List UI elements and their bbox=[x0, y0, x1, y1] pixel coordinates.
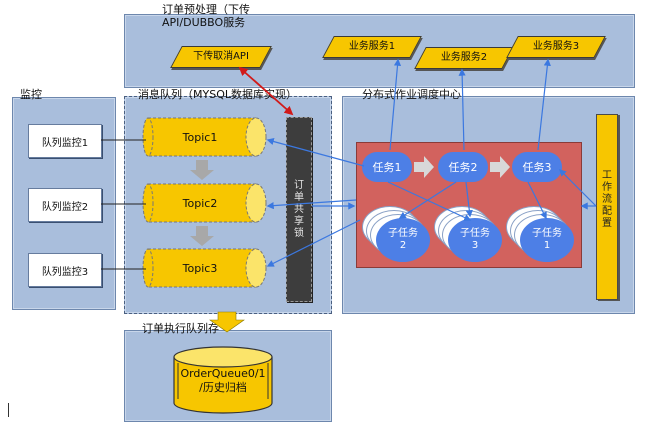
preprocess-title-line2: API/DUBBO服务 bbox=[162, 16, 246, 29]
monitor-title: 监控 bbox=[20, 88, 42, 101]
workflow-char-5: 置 bbox=[602, 218, 612, 229]
workflow-char-4: 配 bbox=[602, 206, 612, 217]
arrow-task1-service1 bbox=[389, 58, 402, 151]
arrow-task1-task2 bbox=[414, 156, 434, 178]
subtask-2-line2: 2 bbox=[399, 240, 407, 251]
subtask-2-line1: 子任务 bbox=[388, 228, 418, 239]
text-cursor-icon bbox=[8, 403, 9, 417]
workflow-char-2: 作 bbox=[602, 182, 612, 193]
arrow-task-topic2 bbox=[266, 199, 357, 210]
workflow-config-label: 工 作 流 配 置 bbox=[597, 160, 617, 240]
arrow-task-topic3 bbox=[266, 219, 361, 267]
subtask-1-node: 子任务 1 bbox=[520, 218, 574, 262]
topic-1-cylinder: Topic1 bbox=[142, 117, 268, 157]
workflow-char-1: 工 bbox=[602, 170, 612, 181]
order-queue-db-line2: /历史归档 bbox=[199, 381, 247, 394]
exec-queue-title: 订单执行队列存 bbox=[142, 322, 219, 335]
subtask-stack-3: 子任务 3 bbox=[434, 206, 510, 264]
task-1: 任务1 bbox=[362, 152, 412, 182]
arrow-task2-service2 bbox=[458, 68, 466, 151]
workflow-char-3: 流 bbox=[602, 194, 612, 205]
order-queue-db: OrderQueue0/1 /历史归档 bbox=[172, 345, 274, 415]
arrow-task1-subtask bbox=[387, 181, 472, 221]
order-shared-lock-label: 订 单 共 享 锁 bbox=[286, 170, 312, 250]
subtask-3-line1: 子任务 bbox=[460, 228, 490, 239]
topic-1-label: Topic1 bbox=[182, 130, 218, 144]
task-3: 任务3 bbox=[512, 152, 562, 182]
topic-3-cylinder: Topic3 bbox=[142, 248, 268, 288]
preprocess-title-line1: 订单预处理（下传 bbox=[162, 3, 250, 16]
topic-1-cylinder-shape bbox=[142, 117, 267, 157]
topic-2-cylinder: Topic2 bbox=[142, 183, 268, 223]
arrow-task2-task3 bbox=[490, 156, 510, 178]
subtask-stack-1: 子任务 1 bbox=[506, 206, 582, 264]
lock-char-5: 锁 bbox=[294, 228, 304, 239]
arrow-mq-to-exec bbox=[209, 311, 245, 333]
arrow-task3-subtask bbox=[527, 181, 547, 220]
arrow-workflow-task3 bbox=[558, 168, 597, 207]
arrow-cancel-api-lock bbox=[238, 66, 294, 116]
arrow-task1-topic1 bbox=[266, 138, 365, 167]
subtask-1-line2: 1 bbox=[543, 240, 551, 251]
scheduler-title: 分布式作业调度中心 bbox=[362, 88, 461, 101]
task-2: 任务2 bbox=[438, 152, 488, 182]
topic-3-cylinder-shape bbox=[142, 248, 267, 288]
topic-2-label: Topic2 bbox=[182, 196, 218, 210]
subtask-3-line2: 3 bbox=[471, 240, 479, 251]
topic-3-label: Topic3 bbox=[182, 261, 218, 275]
subtask-stack-2: 子任务 2 bbox=[362, 206, 438, 264]
queue-monitor-3: 队列监控3 bbox=[28, 253, 102, 287]
lock-char-4: 享 bbox=[294, 216, 304, 227]
order-queue-db-label: OrderQueue0/1 /历史归档 bbox=[172, 367, 274, 395]
order-queue-db-line1: OrderQueue0/1 bbox=[180, 367, 266, 380]
arrow-topic2-topic3 bbox=[190, 226, 214, 246]
lock-char-2: 单 bbox=[294, 192, 304, 203]
order-queue-db-shape bbox=[173, 346, 273, 414]
arrow-topic1-topic2 bbox=[190, 160, 214, 180]
subtask-2-node: 子任务 2 bbox=[376, 218, 430, 262]
queue-monitor-1: 队列监控1 bbox=[28, 124, 102, 158]
workflow-config-bar bbox=[596, 114, 618, 300]
lock-char-3: 共 bbox=[294, 204, 304, 215]
arrow-task2-subtask bbox=[398, 181, 457, 219]
lock-char-1: 订 bbox=[294, 180, 304, 191]
arrow-task3-service3 bbox=[537, 58, 551, 151]
topic-2-cylinder-shape bbox=[142, 183, 267, 223]
subtask-3-node: 子任务 3 bbox=[448, 218, 502, 262]
arrow-task2-subtask-down bbox=[465, 181, 473, 218]
queue-monitor-2: 队列监控2 bbox=[28, 188, 102, 222]
subtask-1-line1: 子任务 bbox=[532, 228, 562, 239]
